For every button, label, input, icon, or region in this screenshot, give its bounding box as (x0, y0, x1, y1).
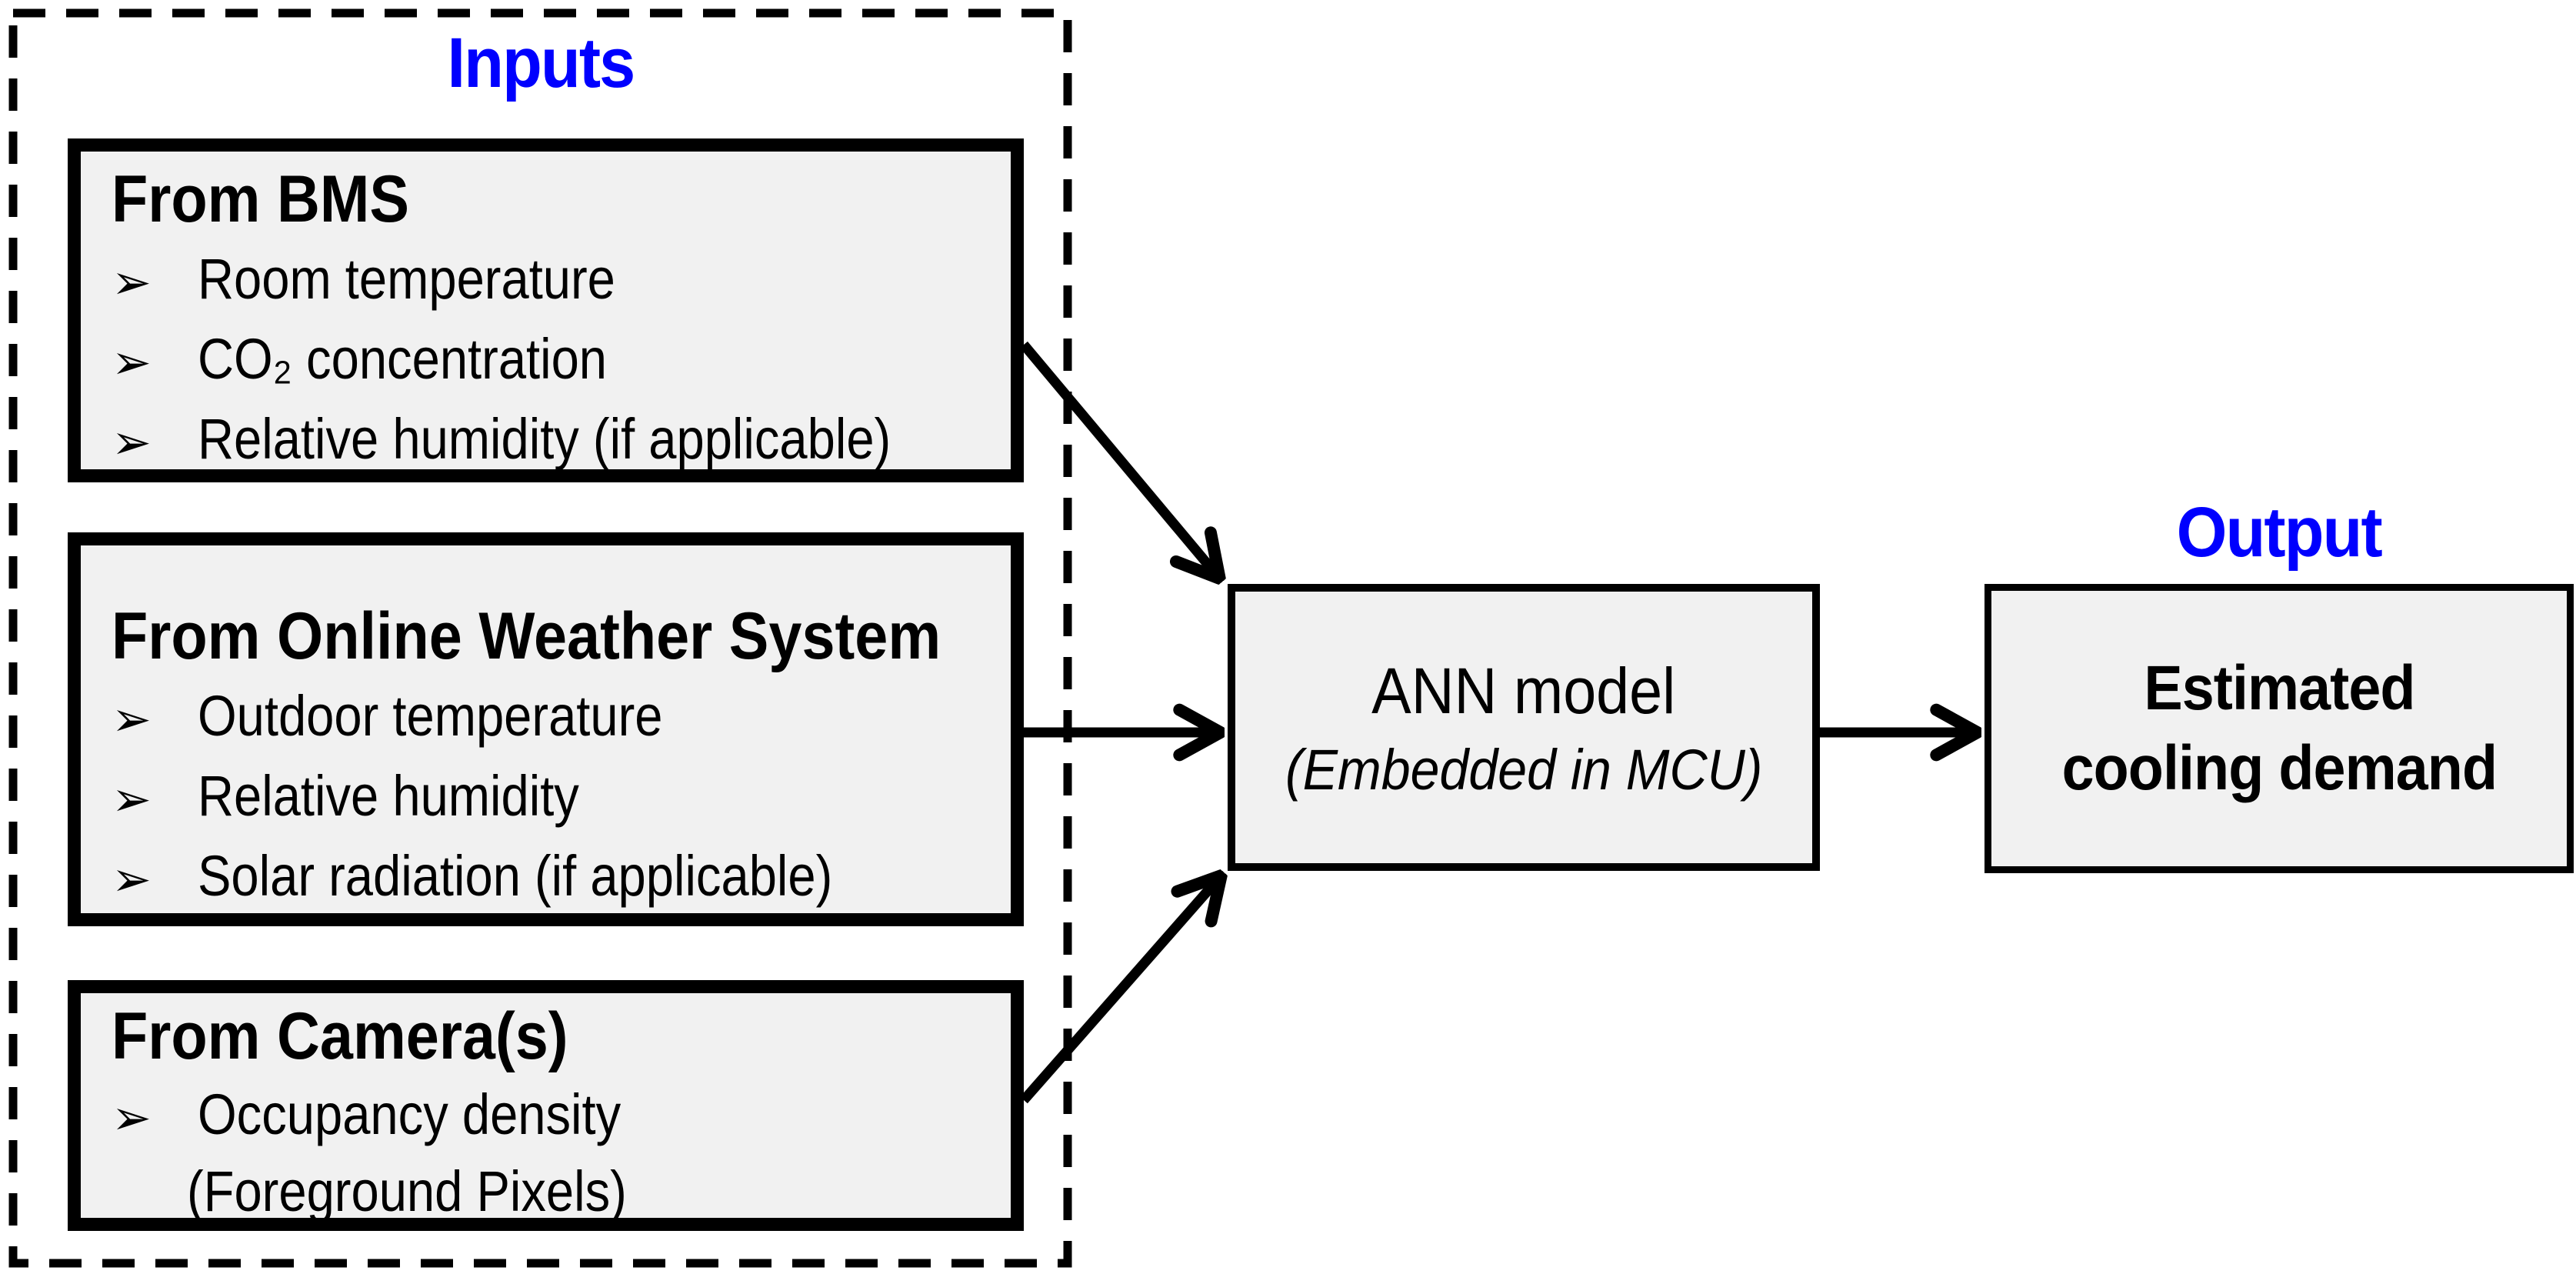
inputs-zone-label: Inputs (13, 23, 1068, 104)
ann-model-title: ANN model (1371, 654, 1676, 727)
list-item: ➢ Occupancy density (112, 1078, 1003, 1155)
output-box-line2: cooling demand (2061, 733, 2497, 803)
arrowhead-bullet-icon: ➢ (112, 334, 152, 390)
inputs-zone-label-text: Inputs (447, 24, 635, 102)
arrowhead-bullet-icon: ➢ (112, 691, 152, 747)
output-box-line1: Estimated (2143, 653, 2415, 723)
camera-box-title: From Camera(s) (112, 999, 568, 1073)
list-item: ➢ Solar radiation (if applicable) (112, 838, 1003, 918)
output-zone-label: Output (1984, 492, 2574, 573)
list-item: ➢ Room temperature (112, 241, 1003, 321)
output-zone-label-text: Output (2176, 493, 2383, 572)
bms-input-box: From BMS ➢ Room temperature ➢ CO₂ concen… (68, 138, 1024, 482)
list-item: ➢ Relative humidity (if applicable) (112, 401, 1003, 481)
arrow-camera-to-ann (1020, 877, 1220, 1104)
list-item-continuation: (Foreground Pixels) (187, 1159, 627, 1223)
list-item: ➢ Relative humidity (112, 758, 1003, 838)
list-item: ➢ CO₂ concentration (112, 321, 1003, 401)
arrowhead-bullet-icon: ➢ (112, 851, 152, 907)
ann-model-box: ANN model (Embedded in MCU) (1228, 584, 1820, 871)
list-item: ➢ Outdoor temperature (112, 678, 1003, 758)
ann-model-subtitle: (Embedded in MCU) (1285, 737, 1763, 802)
estimated-cooling-demand-box: Estimated cooling demand (1984, 584, 2574, 873)
inputs-dashed-border (8, 8, 1072, 1268)
arrowhead-bullet-icon: ➢ (112, 414, 152, 470)
arrowhead-bullet-icon: ➢ (112, 254, 152, 310)
arrow-bms-to-ann (1020, 341, 1218, 577)
weather-box-title: From Online Weather System (112, 599, 941, 673)
bms-box-title: From BMS (112, 162, 409, 236)
camera-input-box: From Camera(s) ➢ Occupancy density (Fore… (68, 980, 1024, 1231)
arrowhead-bullet-icon: ➢ (112, 771, 152, 827)
arrowhead-bullet-icon: ➢ (112, 1089, 152, 1146)
weather-input-box: From Online Weather System ➢ Outdoor tem… (68, 532, 1024, 926)
